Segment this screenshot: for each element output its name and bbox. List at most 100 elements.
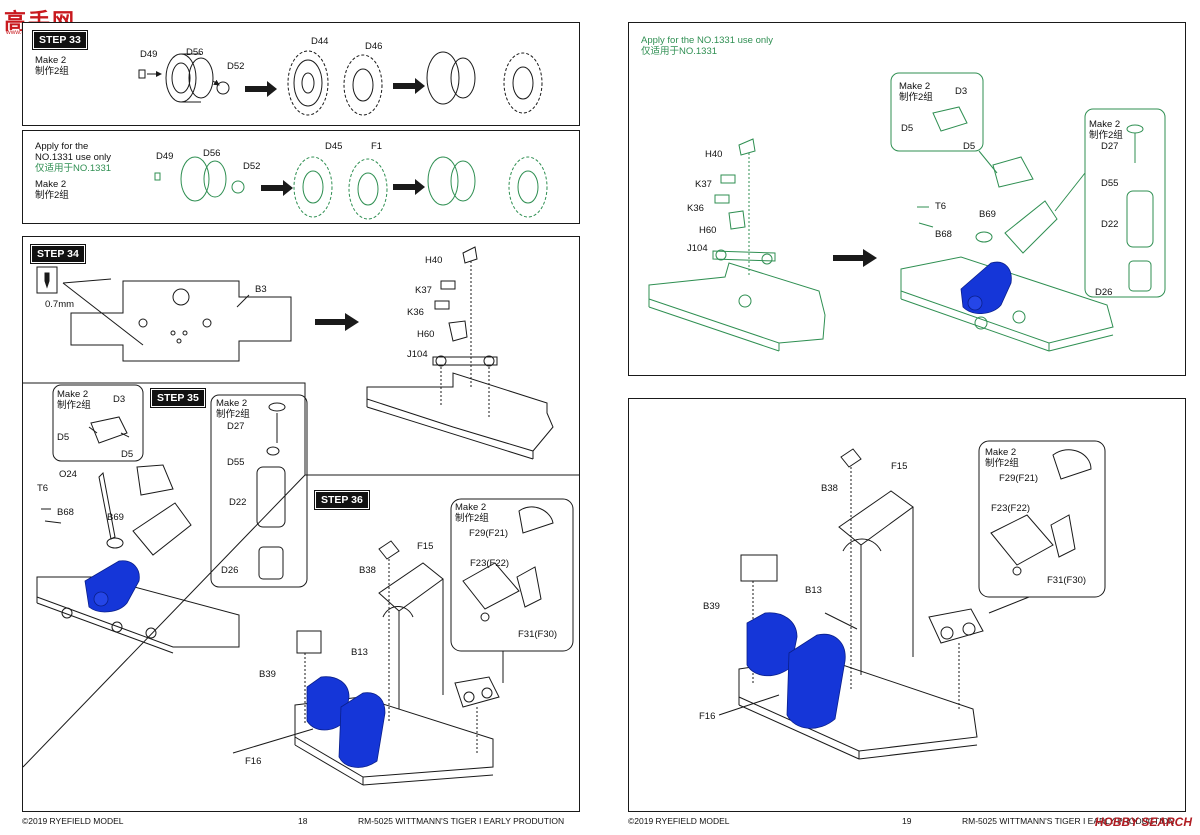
step35-make-b: Make 2 — [216, 398, 248, 409]
step34-title: STEP 34 — [30, 244, 86, 264]
right-top-drawing — [648, 72, 1166, 352]
part-b68: B68 — [57, 507, 74, 518]
step33b-apply-cn: 仅适用于NO.1331 — [35, 163, 112, 174]
rt-part-d55: D55 — [1101, 178, 1119, 189]
rb-part-f16: F16 — [699, 711, 716, 722]
step36-title: STEP 36 — [314, 490, 370, 510]
step34-drill: 0.7mm — [45, 299, 75, 310]
left-footer-page: 18 — [298, 816, 308, 826]
rb-make-cn: 制作2组 — [985, 458, 1019, 469]
part-d44: D44 — [311, 36, 329, 47]
step33b-drawing — [154, 156, 548, 220]
rt-part-d5b: D5 — [963, 141, 976, 152]
part-d46: D46 — [365, 41, 383, 52]
part-d56b: D56 — [203, 148, 221, 159]
step33-make: Make 2 — [35, 55, 67, 66]
rb-make: Make 2 — [985, 447, 1017, 458]
part-d55: D55 — [227, 457, 245, 468]
right-top-apply: Apply for the NO.1331 use only — [641, 35, 774, 46]
part-f1: F1 — [371, 141, 383, 152]
rt-part-j104: J104 — [687, 243, 708, 254]
step36-make: Make 2 — [455, 502, 487, 513]
part-f31: F31(F30) — [518, 629, 558, 640]
rt-part-k36: K36 — [687, 203, 704, 214]
step33b-apply-2: NO.1331 use only — [35, 152, 112, 163]
part-f16: F16 — [245, 756, 262, 767]
part-b69: B69 — [107, 512, 124, 523]
part-b38: B38 — [359, 565, 376, 576]
right-top-panel: Apply for the NO.1331 use only 仅适用于NO.13… — [628, 22, 1186, 376]
part-j104: J104 — [407, 349, 428, 360]
part-f23: F23(F22) — [470, 558, 510, 569]
right-footer-copyright: ©2019 RYEFIELD MODEL — [628, 816, 730, 826]
rb-part-b39: B39 — [703, 601, 720, 612]
rt-part-d3: D3 — [955, 86, 968, 97]
part-d5a: D5 — [57, 432, 70, 443]
part-d22: D22 — [229, 497, 247, 508]
part-b13: B13 — [351, 647, 368, 658]
hobby-search-watermark: HOBBY SEARCH — [1094, 815, 1192, 829]
part-d45: D45 — [325, 141, 343, 152]
step35-make-a: Make 2 — [57, 389, 89, 400]
right-bottom-drawing — [718, 440, 1106, 760]
rt-part-d26: D26 — [1095, 287, 1113, 298]
part-f15: F15 — [417, 541, 434, 552]
rt-make-b: Make 2 — [1089, 119, 1121, 130]
part-t6: T6 — [37, 483, 49, 494]
step33b-make-cn: 制作2组 — [35, 190, 69, 201]
step33b-make: Make 2 — [35, 179, 67, 190]
left-footer-title: RM-5025 WITTMANN'S TIGER I EARLY PRODUTI… — [358, 816, 565, 826]
part-d5b: D5 — [121, 449, 134, 460]
step34-36-drawing — [22, 246, 579, 786]
part-d49: D49 — [140, 49, 158, 60]
rb-part-b13: B13 — [805, 585, 822, 596]
rt-part-b68: B68 — [935, 229, 952, 240]
part-d52b: D52 — [243, 161, 261, 172]
rb-part-f23: F23(F22) — [991, 503, 1031, 514]
rt-part-h60: H60 — [699, 225, 717, 236]
rt-make-a: Make 2 — [899, 81, 931, 92]
right-top-apply-cn: 仅适用于NO.1331 — [641, 46, 718, 57]
rt-part-k37: K37 — [695, 179, 712, 190]
rt-part-d27: D27 — [1101, 141, 1119, 152]
rb-part-b38: B38 — [821, 483, 838, 494]
part-d26: D26 — [221, 565, 239, 576]
step33b-panel: Apply for the NO.1331 use only 仅适用于NO.13… — [22, 130, 580, 224]
step35-make-a-cn: 制作2组 — [57, 400, 91, 411]
left-footer-copyright: ©2019 RYEFIELD MODEL — [22, 816, 124, 826]
part-d3: D3 — [113, 394, 126, 405]
part-b39: B39 — [259, 669, 276, 680]
step33-drawing — [138, 50, 543, 116]
part-h60: H60 — [417, 329, 435, 340]
part-k37: K37 — [415, 285, 432, 296]
right-bottom-panel: Make 2 制作2组 F29(F21) F23(F22) F31(F30) B… — [628, 398, 1186, 812]
rt-make-a-cn: 制作2组 — [899, 92, 933, 103]
step34-36-panel: STEP 34 0.7mm B3 H40 K37 K36 H60 J104 ST… — [22, 236, 580, 812]
rt-part-t6: T6 — [935, 201, 947, 212]
step35-make-b-cn: 制作2组 — [216, 409, 250, 420]
step36-make-cn: 制作2组 — [455, 513, 489, 524]
right-footer-title: RM-5025 WITTMANN'S TIGER I EARLY PRODUCT… — [962, 816, 1175, 826]
step33-title: STEP 33 — [32, 30, 88, 50]
step33b-apply-1: Apply for the — [35, 141, 89, 152]
right-footer-page: 19 — [902, 816, 912, 826]
rt-part-h40: H40 — [705, 149, 723, 160]
rt-part-d22: D22 — [1101, 219, 1119, 230]
rt-part-d5a: D5 — [901, 123, 914, 134]
part-d49b: D49 — [156, 151, 174, 162]
rt-part-b69: B69 — [979, 209, 996, 220]
step33-make-cn: 制作2组 — [35, 66, 69, 77]
part-f29: F29(F21) — [469, 528, 509, 539]
step35-title: STEP 35 — [150, 388, 206, 408]
rb-part-f31: F31(F30) — [1047, 575, 1087, 586]
part-b3: B3 — [255, 284, 267, 295]
part-d52: D52 — [227, 61, 245, 72]
part-h40: H40 — [425, 255, 443, 266]
part-o24: O24 — [59, 469, 77, 480]
step33-panel: STEP 33 Make 2 制作2组 D49 D56 D52 D44 D46 — [22, 22, 580, 126]
rb-part-f29: F29(F21) — [999, 473, 1039, 484]
part-k36: K36 — [407, 307, 424, 318]
part-d27: D27 — [227, 421, 245, 432]
rb-part-f15: F15 — [891, 461, 908, 472]
rt-make-b-cn: 制作2组 — [1089, 130, 1123, 141]
